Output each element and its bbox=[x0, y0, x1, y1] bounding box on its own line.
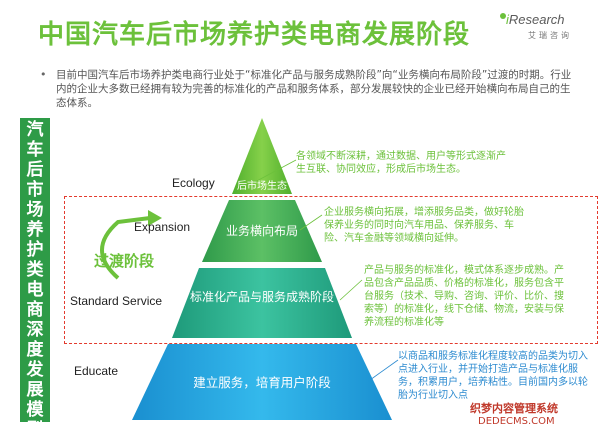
logo-brand-cn: 艾瑞咨询 bbox=[528, 31, 572, 40]
watermark-line2: DEDECMS.COM bbox=[478, 416, 555, 427]
page-title: 中国汽车后市场养护类电商发展阶段 bbox=[38, 20, 471, 50]
pyramid-level-expansion bbox=[202, 200, 322, 262]
side-label-text: 汽车后市场养护类电商深度发展模型 bbox=[20, 120, 50, 440]
label-ecology: Ecology bbox=[172, 176, 215, 190]
label-expansion: Expansion bbox=[134, 220, 191, 234]
desc-ecology: 各领域不断深耕，通过数据、用户等形式逐渐产生互联、协同效应，形成后市场生态。 bbox=[296, 151, 506, 175]
side-label-char: 类 bbox=[26, 260, 44, 280]
transition-arrow-icon bbox=[100, 216, 151, 280]
desc-standard: 产品与服务的标准化，模式体系逐步成熟。产品包含产品品质、价格的标准化，服务包含平… bbox=[364, 265, 564, 328]
side-label-char: 深 bbox=[26, 320, 44, 340]
stage-standard: 标准化产品与服务成熟阶段 bbox=[190, 290, 335, 304]
side-label-bar: 汽车后市场养护类电商深度发展模型 bbox=[20, 118, 50, 440]
transition-arrowhead-icon bbox=[148, 210, 162, 226]
stage-ecology: 后市场生态 bbox=[237, 181, 287, 192]
bullet-icon: • bbox=[40, 68, 47, 81]
stage-expansion: 业务横向布局 bbox=[225, 224, 298, 238]
side-label-char: 模 bbox=[26, 400, 44, 420]
logo-dot-icon bbox=[500, 13, 506, 19]
side-label-char: 电 bbox=[26, 280, 44, 300]
watermark-line1: 织梦内容管理系统 bbox=[470, 402, 558, 415]
connector-expansion bbox=[299, 214, 323, 231]
connector-standard bbox=[339, 279, 363, 301]
side-label-char: 护 bbox=[26, 240, 44, 260]
side-label-char: 商 bbox=[26, 300, 44, 320]
side-label-char: 车 bbox=[26, 140, 44, 160]
logo-brand: iResearch bbox=[506, 12, 565, 27]
pyramid-level-standard bbox=[172, 268, 352, 338]
stage-educate: 建立服务，培育用户阶段 bbox=[193, 375, 331, 390]
side-label-char: 发 bbox=[26, 360, 44, 380]
desc-educate: 以商品和服务标准化程度较高的品类为切入点进入行业，并开始打造产品与标准化服务，积… bbox=[398, 351, 588, 401]
transition-dashed-box bbox=[64, 196, 598, 344]
pyramid-level-ecology bbox=[232, 118, 292, 194]
desc-expansion: 企业服务横向拓展，增添服务品类，做好轮胎保养业务的同时向汽车用品、保养服务、车险… bbox=[324, 207, 524, 244]
iresearch-logo: iResearch 艾瑞咨询 bbox=[500, 10, 590, 44]
pyramid-level-educate bbox=[132, 344, 392, 420]
side-label-char: 后 bbox=[26, 160, 44, 180]
side-label-char: 汽 bbox=[26, 120, 44, 140]
side-label-char: 养 bbox=[26, 220, 44, 240]
side-label-char: 市 bbox=[26, 180, 44, 200]
side-label-char: 展 bbox=[26, 380, 44, 400]
label-educate: Educate bbox=[74, 364, 119, 378]
connector-ecology bbox=[252, 159, 297, 184]
side-label-char: 场 bbox=[26, 200, 44, 220]
label-standard: Standard Service bbox=[70, 294, 163, 308]
side-label-char: 度 bbox=[26, 340, 44, 360]
intro-paragraph: 目前中国汽车后市场养护类电商行业处于“标准化产品与服务成熟阶段”向“业务横向布局… bbox=[56, 69, 572, 109]
transition-label: 过渡阶段 bbox=[94, 252, 155, 270]
connector-educate bbox=[369, 359, 399, 381]
